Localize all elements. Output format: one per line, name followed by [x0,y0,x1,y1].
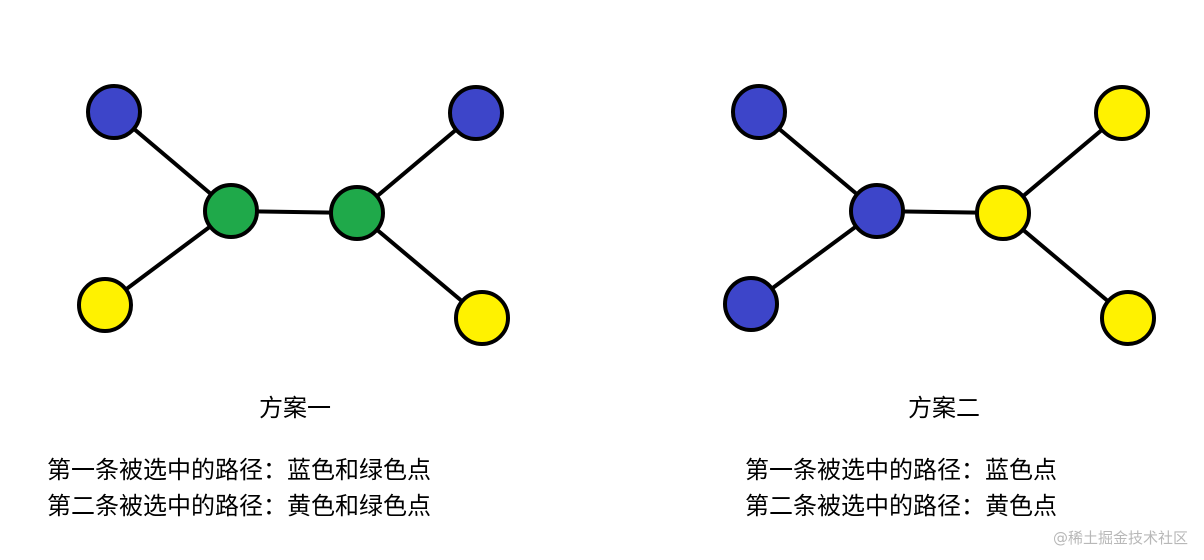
left-node-top-left [86,84,142,140]
right-node-top-left [731,84,787,140]
left-node-bottom-left [77,277,133,333]
right-node-center-right [975,185,1031,241]
right-title: 方案二 [908,394,980,422]
right-graph [723,84,1156,346]
left-title: 方案一 [259,394,331,422]
left-node-center-left [203,183,259,239]
right-caption-line-2: 第二条被选中的路径：黄色点 [745,492,1057,520]
left-node-top-right [448,85,504,141]
right-node-top-right [1094,85,1150,141]
right-caption-line-1: 第一条被选中的路径：蓝色点 [745,456,1057,484]
left-node-center-right [329,185,385,241]
right-node-center-left [849,183,905,239]
left-caption-line-1: 第一条被选中的路径：蓝色和绿色点 [47,456,431,484]
left-graph [77,84,510,346]
watermark: @稀土掘金技术社区 [1052,529,1188,547]
right-node-bottom-left [723,276,779,332]
right-node-bottom-right [1100,290,1156,346]
left-node-bottom-right [454,290,510,346]
left-caption-line-2: 第二条被选中的路径：黄色和绿色点 [47,492,431,520]
